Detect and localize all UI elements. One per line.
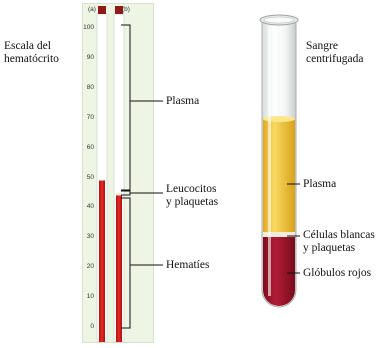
leucocitos-label: Leucocitos y plaquetas — [166, 183, 218, 209]
centrifuged-tube — [260, 15, 298, 307]
tube-a-red-cells — [99, 180, 105, 342]
plasma-label-left: Plasma — [166, 95, 199, 108]
brackets — [121, 25, 163, 328]
tube-b — [114, 6, 124, 342]
white-cells-label: Células blancas y plaquetas — [303, 229, 375, 255]
red-cells-layer — [263, 236, 295, 306]
plasma-layer — [263, 119, 295, 233]
plasma-label-right: Plasma — [303, 178, 336, 191]
tube-b-red-cells — [116, 195, 122, 342]
hematies-label: Hematíes — [166, 259, 209, 272]
tube-a — [97, 6, 107, 342]
red-cells-label: Glóbulos rojos — [303, 267, 371, 280]
centrifuged-title: Sangre centrifugada — [306, 40, 363, 66]
